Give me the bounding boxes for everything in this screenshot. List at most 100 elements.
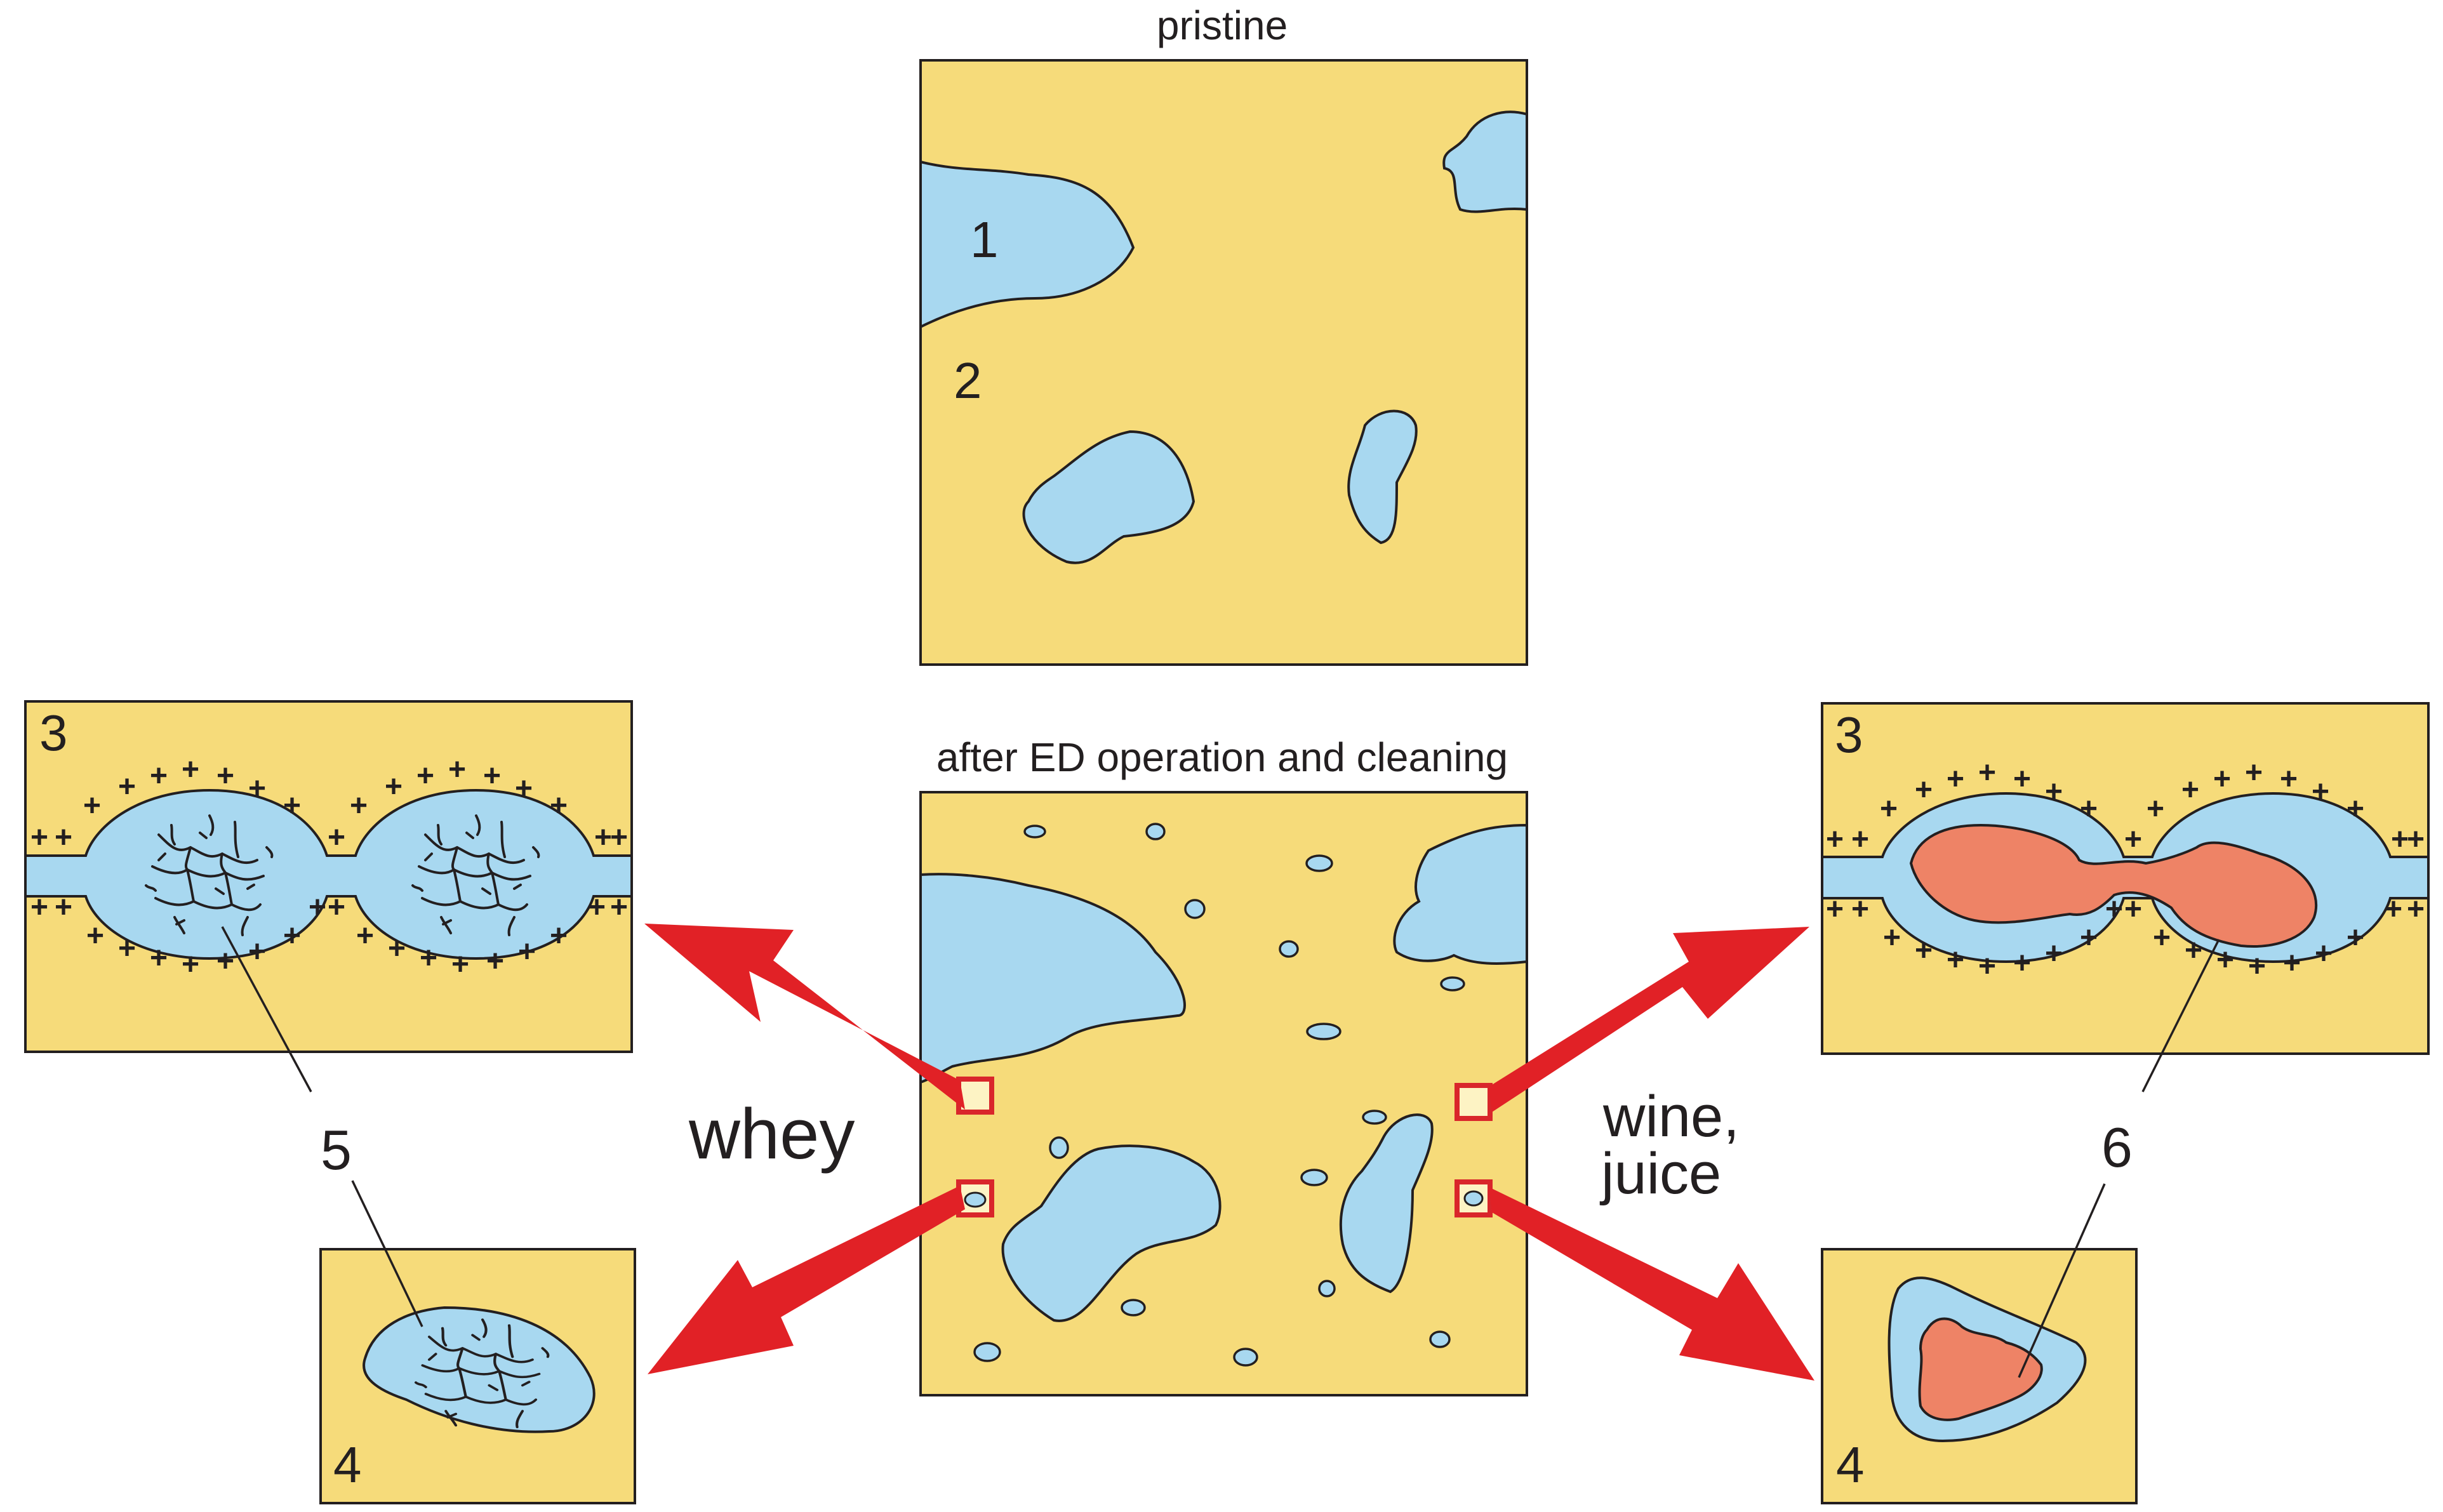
- svg-text:+: +: [2283, 946, 2301, 980]
- svg-text:+: +: [248, 935, 266, 969]
- after-pore-top-right: [1393, 823, 1528, 965]
- svg-text:+: +: [83, 789, 101, 823]
- svg-text:+: +: [2280, 762, 2298, 796]
- wine-foulant-isolated: [1918, 1317, 2043, 1421]
- pristine-label: pristine: [1157, 3, 1288, 48]
- svg-text:+: +: [283, 919, 301, 953]
- svg-text:+: +: [2213, 762, 2231, 796]
- whey-label: whey: [688, 1094, 855, 1174]
- svg-text:+: +: [2080, 792, 2098, 826]
- juice-label: juice: [1599, 1141, 1721, 1206]
- svg-text:+: +: [1947, 762, 1964, 796]
- pristine-pore-large: [919, 160, 1135, 329]
- svg-text:+: +: [2248, 950, 2266, 983]
- svg-text:+: +: [2105, 892, 2123, 926]
- svg-text:+: +: [328, 821, 345, 854]
- panel4-left-number: 4: [333, 1436, 362, 1493]
- svg-text:+: +: [448, 753, 466, 786]
- svg-text:+: +: [2013, 946, 2031, 980]
- svg-text:+: +: [356, 919, 374, 953]
- block-arrow-icon: [644, 924, 1814, 1381]
- svg-text:+: +: [182, 753, 199, 786]
- svg-text:+: +: [216, 759, 234, 793]
- svg-text:+: +: [2391, 823, 2409, 856]
- svg-text:+: +: [150, 759, 168, 793]
- after-pore-bottom-left: [1001, 1144, 1222, 1322]
- svg-text:+: +: [1947, 943, 1964, 977]
- arrow-whey-bottom: [648, 1186, 965, 1374]
- leader-lines-5: [221, 926, 423, 1327]
- svg-text:+: +: [2346, 792, 2364, 826]
- whey-channel: [24, 788, 633, 960]
- pristine-panel: 1 2: [919, 59, 1528, 666]
- plus-charges-left: ++ ++ ++ ++ ++ ++ ++ ++ ++ + ++ ++ ++ ++…: [30, 753, 628, 981]
- svg-text:+: +: [550, 789, 568, 823]
- pristine-pore-bottom-right: [1347, 409, 1418, 545]
- wine-foulant-aggregate: [1909, 823, 2318, 948]
- panel4-right-number: 4: [1836, 1436, 1865, 1493]
- svg-text:+: +: [86, 919, 104, 953]
- wine-label: wine,: [1602, 1084, 1740, 1149]
- whey-isolated-pore-panel: 4: [319, 1248, 636, 1504]
- svg-text:+: +: [2407, 823, 2425, 856]
- panel3-right-number: 3: [1835, 706, 1863, 763]
- svg-text:+: +: [610, 821, 628, 854]
- pore-number-1: 1: [970, 211, 999, 268]
- svg-text:+: +: [2315, 937, 2333, 971]
- svg-text:+: +: [55, 891, 72, 924]
- svg-text:+: +: [451, 948, 469, 981]
- arrow-whey-top: [644, 924, 965, 1110]
- svg-text:+: +: [118, 770, 136, 804]
- svg-text:+: +: [283, 789, 301, 823]
- after-panel: [919, 791, 1528, 1396]
- svg-text:+: +: [588, 891, 606, 924]
- svg-text:+: +: [2045, 775, 2063, 809]
- arrow-wine-top: [1489, 927, 1809, 1112]
- svg-text:+: +: [1915, 773, 1933, 807]
- svg-text:+: +: [216, 945, 234, 978]
- arrow-wine-bottom: [1489, 1187, 1814, 1381]
- svg-text:+: +: [2124, 892, 2142, 926]
- svg-text:+: +: [518, 935, 536, 969]
- svg-text:+: +: [1978, 950, 1996, 983]
- matrix-number-2: 2: [954, 352, 982, 409]
- svg-text:+: +: [1826, 823, 1844, 856]
- svg-text:+: +: [2045, 937, 2063, 971]
- svg-text:+: +: [1880, 792, 1898, 826]
- svg-text:+: +: [610, 891, 628, 924]
- plus-charges-right: ++ ++ ++ ++ ++ ++ ++ ++ ++ + ++ ++ ++ ++…: [1826, 756, 2425, 983]
- svg-text:+: +: [2181, 773, 2199, 807]
- callout-right-top: [1454, 1083, 1493, 1121]
- svg-text:+: +: [2080, 921, 2098, 955]
- after-label: after ED operation and cleaning: [936, 734, 1508, 780]
- svg-text:+: +: [388, 932, 406, 965]
- svg-text:+: +: [2185, 934, 2202, 967]
- label-number-5: 5: [321, 1118, 352, 1181]
- svg-text:+: +: [2216, 943, 2234, 977]
- pristine-pore-bottom-left: [1022, 430, 1195, 564]
- wine-channel-panel: 3 ++ ++ ++ ++ ++ ++ ++ ++ ++ + ++ ++ ++ …: [1821, 702, 2430, 1055]
- svg-text:+: +: [2312, 775, 2329, 809]
- svg-text:+: +: [486, 945, 504, 978]
- svg-text:+: +: [2346, 921, 2364, 955]
- svg-text:+: +: [483, 759, 501, 793]
- svg-text:+: +: [385, 770, 403, 804]
- label-number-6: 6: [2101, 1116, 2133, 1179]
- pristine-pore-top-right: [1442, 110, 1528, 213]
- svg-text:+: +: [1978, 756, 1996, 790]
- svg-text:+: +: [30, 891, 48, 924]
- svg-text:+: +: [550, 919, 568, 953]
- svg-text:+: +: [2124, 823, 2142, 856]
- svg-text:+: +: [1883, 921, 1901, 955]
- after-pore-large: [919, 873, 1186, 1084]
- svg-text:+: +: [2013, 762, 2031, 796]
- svg-text:+: +: [420, 941, 437, 975]
- svg-text:+: +: [150, 941, 168, 975]
- svg-text:+: +: [1915, 934, 1933, 967]
- svg-text:+: +: [309, 891, 326, 924]
- svg-text:+: +: [118, 932, 136, 965]
- svg-text:+: +: [55, 821, 72, 854]
- svg-text:+: +: [182, 948, 199, 981]
- whey-channel-panel: 3 ++ ++ ++ ++ ++ ++ ++ ++ ++ + ++ ++ ++ …: [24, 700, 633, 1053]
